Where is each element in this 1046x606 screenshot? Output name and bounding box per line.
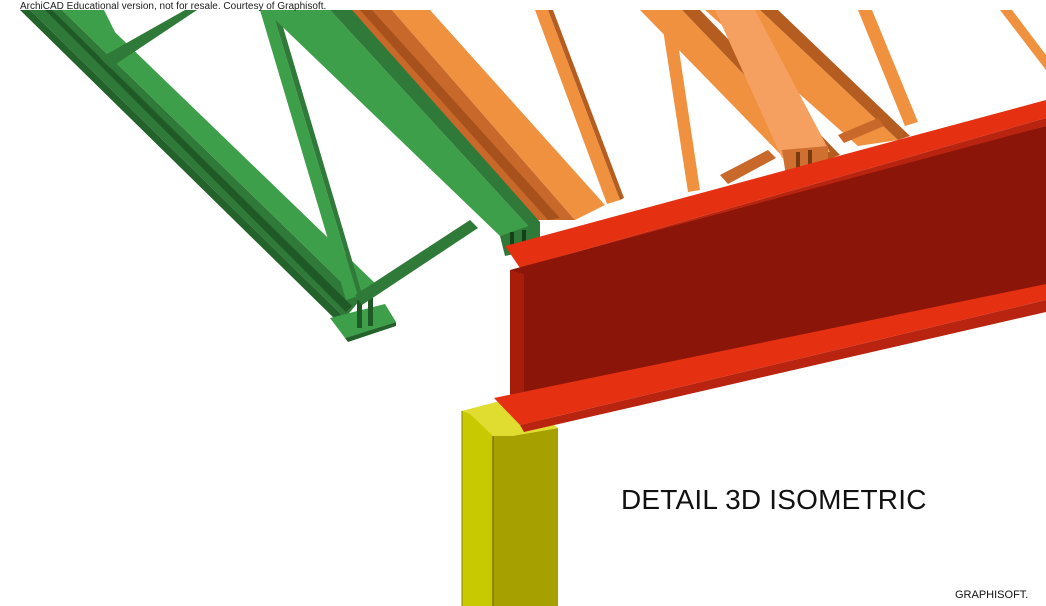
- detail-title: DETAIL 3D ISOMETRIC: [621, 484, 927, 515]
- red-beam: [494, 100, 1046, 432]
- yellow-column: [461, 398, 558, 606]
- green-truss: [20, 10, 540, 342]
- orange-truss: [345, 10, 1046, 220]
- brand-logo: GRAPHISOFT.: [955, 589, 1029, 601]
- watermark-text: ArchiCAD Educational version, not for re…: [20, 1, 327, 12]
